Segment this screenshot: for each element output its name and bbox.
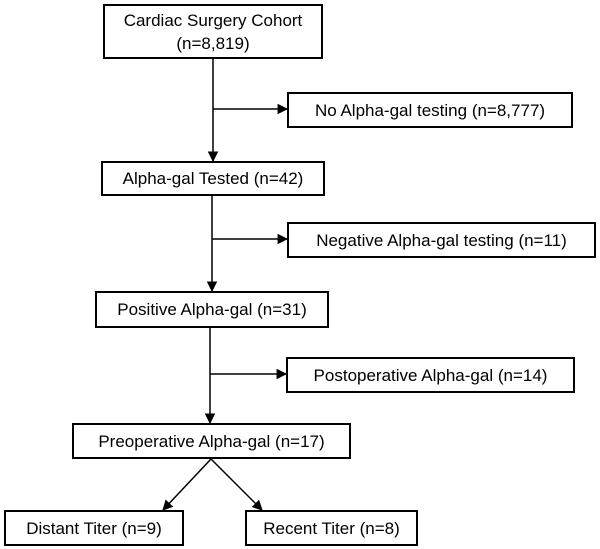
tested-box: Alpha-gal Tested (n=42) — [101, 161, 325, 196]
cohort-count: (n=8,819) — [176, 33, 250, 53]
tested-label: Alpha-gal Tested (n=42) — [122, 169, 304, 188]
negative-box: Negative Alpha-gal testing (n=11) — [287, 222, 596, 258]
recent-titer-box: Recent Titer (n=8) — [245, 510, 418, 546]
postoperative-box: Postoperative Alpha-gal (n=14) — [286, 357, 575, 393]
distant-titer-box: Distant Titer (n=9) — [4, 510, 184, 546]
cohort-title: Cardiac Surgery Cohort — [123, 10, 303, 30]
preoperative-box: Preoperative Alpha-gal (n=17) — [72, 423, 351, 459]
recent-titer-label: Recent Titer (n=8) — [263, 518, 400, 538]
preoperative-label: Preoperative Alpha-gal (n=17) — [98, 431, 325, 451]
no-testing-box: No Alpha-gal testing (n=8,777) — [287, 92, 573, 128]
positive-box: Positive Alpha-gal (n=31) — [95, 291, 329, 328]
postoperative-label: Postoperative Alpha-gal (n=14) — [313, 365, 548, 385]
positive-label: Positive Alpha-gal (n=31) — [117, 300, 307, 319]
arrow-to-recent — [210, 458, 263, 511]
distant-titer-label: Distant Titer (n=9) — [26, 518, 162, 538]
cohort-box: Cardiac Surgery Cohort (n=8,819) — [103, 4, 323, 59]
no-testing-label: No Alpha-gal testing (n=8,777) — [314, 100, 546, 120]
negative-label: Negative Alpha-gal testing (n=11) — [316, 230, 567, 250]
arrow-to-distant — [162, 458, 212, 511]
